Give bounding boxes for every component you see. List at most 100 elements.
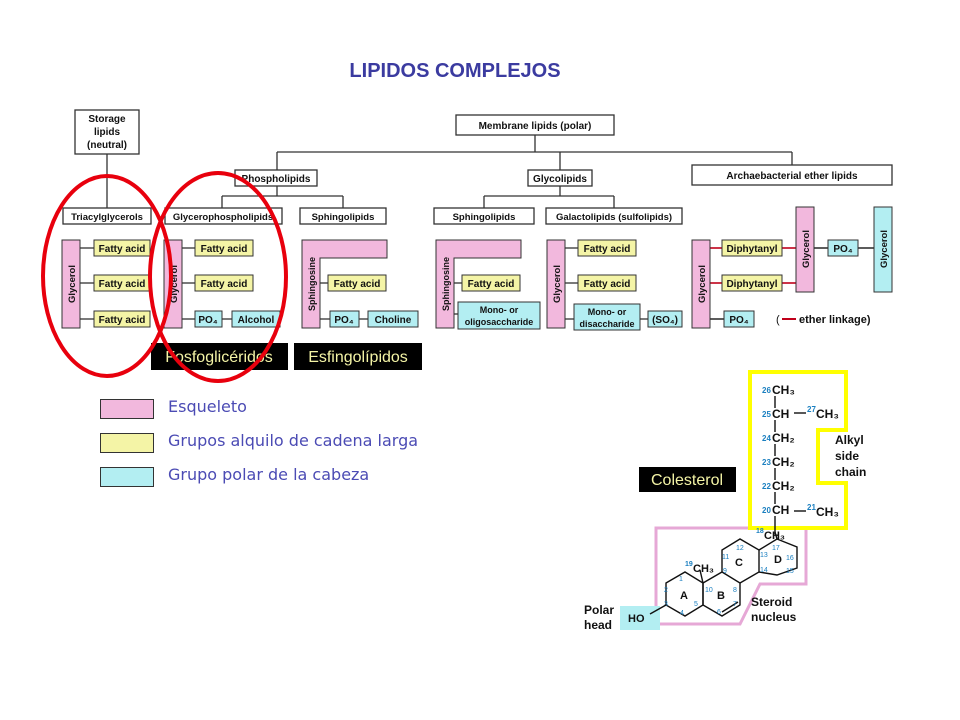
chain-bonds — [774, 396, 806, 534]
disaccharide-line-1: Mono- or — [588, 307, 627, 317]
ring-d — [758, 538, 798, 576]
sphingosine-backbone — [301, 239, 388, 329]
ring-letter: B — [717, 590, 725, 602]
membrane-lipids-label: Membrane lipids (polar) — [479, 121, 592, 132]
archaea-label: Archaebacterial ether lipids — [726, 171, 858, 182]
galactolipids-box — [545, 207, 683, 225]
atom-number: 23 — [762, 458, 771, 467]
glycerol-polar-head — [873, 206, 893, 293]
oligosaccharide-line-1: Mono- or — [480, 305, 519, 315]
glycerol-label: Glycerol — [879, 230, 890, 268]
choline-label: Choline — [375, 315, 412, 326]
steroid-line-1: Steroid — [751, 595, 792, 609]
membrane-lipids-box — [455, 114, 615, 136]
cholesterol-structure: 26 CH₃ 25 CH 27 CH₃ 24 CH₂ 23 CH₂ 22 CH₂… — [584, 370, 866, 632]
diphytanyl-label: Diphytanyl — [726, 244, 777, 255]
fatty-acid-label: Fatty acid — [334, 279, 381, 290]
methyl-18: CH₃ — [764, 530, 785, 542]
phosphate-label: PO₄ — [198, 315, 217, 326]
fatty-acid-label: Fatty acid — [99, 244, 146, 255]
fatty-acid-label: Fatty acid — [201, 279, 248, 290]
storage-lipids-box — [74, 109, 140, 155]
glycerol-label: Glycerol — [67, 265, 78, 303]
glycerol-label: Glycerol — [697, 265, 708, 303]
disaccharide-line-2: disaccharide — [579, 319, 634, 329]
phospholipids-label: Phospholipids — [242, 174, 311, 185]
atom-number: 20 — [762, 506, 771, 515]
atom-number: 17 — [772, 545, 780, 552]
galactolipids-label: Galactolipids (sulfolipids) — [556, 212, 672, 223]
disaccharide-box — [573, 303, 641, 331]
ring-letter: D — [774, 554, 782, 566]
sphingolipids-label-2: Sphingolipids — [453, 212, 516, 223]
colesterol-label: Colesterol — [651, 472, 723, 489]
steroid-line-2: nucleus — [751, 610, 797, 624]
chain-atom: CH₃ — [816, 407, 839, 421]
cholesterol-labels: Alkyl side chain Steroid nucleus Polar h… — [584, 433, 866, 632]
fatty-acid-label: Fatty acid — [99, 279, 146, 290]
legend-swatch-alkyl — [100, 433, 154, 453]
atom-number: 1 — [679, 576, 683, 583]
chain-atom: CH₂ — [772, 479, 795, 493]
atom-number: 5 — [694, 601, 698, 608]
atom-number: 10 — [705, 587, 713, 594]
glycerol-backbone — [61, 239, 81, 329]
triacylglycerol-molecule: Glycerol Fatty acid Fatty acid Fatty aci… — [61, 239, 151, 329]
atom-number: 6 — [717, 609, 721, 616]
fatty-acid-label: Fatty acid — [99, 315, 146, 326]
atom-number: 7 — [733, 601, 737, 608]
ho-bond — [649, 604, 667, 615]
legend-label-alkyl: Grupos alquilo de cadena larga — [168, 431, 419, 450]
oligosaccharide-box — [457, 301, 541, 330]
glycosphingolipid-molecule: Sphingosine Fatty acid Mono- or oligosac… — [435, 239, 541, 330]
fatty-acid-box — [461, 274, 521, 292]
fatty-acid-label: Fatty acid — [201, 244, 248, 255]
ring-letters: A B C D — [680, 554, 782, 602]
fatty-acid-box — [93, 239, 151, 257]
triacylglycerols-box — [62, 207, 152, 225]
archaea-box — [691, 164, 893, 186]
ring-letter: C — [735, 557, 743, 569]
fatty-acid-box — [93, 310, 151, 328]
atom-number: 22 — [762, 482, 771, 491]
atom-number: 2 — [664, 587, 668, 594]
fatty-acid-box — [327, 274, 387, 292]
oligosaccharide-line-2: oligosaccharide — [465, 317, 534, 327]
storage-line-1: Storage — [88, 114, 126, 125]
esfingolipidos-tag — [294, 343, 422, 370]
page-title: LIPIDOS COMPLEJOS — [349, 60, 560, 82]
phosphate-label: PO₄ — [833, 244, 852, 255]
phosphate-box — [329, 310, 360, 328]
legend-swatch-backbone — [100, 399, 154, 419]
colesterol-tag — [639, 467, 736, 492]
atom-number: 14 — [760, 567, 768, 574]
atom-number: 18 — [756, 528, 764, 535]
sulfate-box — [647, 310, 683, 328]
atom-number: 15 — [786, 568, 794, 575]
sphingosine-label: Sphingosine — [307, 257, 317, 311]
diphytanyl-box — [721, 274, 783, 292]
ring-numbers: 1 2 3 4 5 6 7 8 9 10 11 12 13 14 15 16 1… — [664, 545, 794, 617]
phosphate-label: PO₄ — [729, 315, 748, 326]
atom-number: 19 — [685, 561, 693, 568]
ho-label: HO — [628, 613, 645, 625]
alcohol-label: Alcohol — [238, 315, 275, 326]
sulfate-label: (SO₄) — [652, 315, 678, 326]
esfingolipidos-label: Esfingolípidos — [308, 349, 408, 366]
galactolipid-molecule: Glycerol Fatty acid Fatty acid Mono- or … — [546, 239, 683, 331]
storage-line-2: lipids — [94, 127, 121, 138]
glycerol-backbone — [795, 206, 815, 293]
alkyl-chain-outline — [748, 370, 848, 530]
glycolipids-box — [527, 169, 593, 187]
methyl-19: CH₃ — [693, 563, 714, 575]
archaea-ether-lipid-molecule: Glycerol Diphytanyl Diphytanyl PO₄ Glyce… — [691, 206, 893, 329]
atom-number: 26 — [762, 386, 771, 395]
chain-atom: CH₃ — [772, 383, 795, 397]
ether-paren: ( — [776, 314, 780, 326]
ether-linkage-note: ether linkage) — [799, 314, 871, 326]
triacylglycerol-highlight-ellipse — [41, 174, 173, 378]
atom-number: 4 — [680, 610, 684, 617]
fatty-acid-box — [194, 239, 254, 257]
alkyl-line-2: side — [835, 449, 859, 463]
